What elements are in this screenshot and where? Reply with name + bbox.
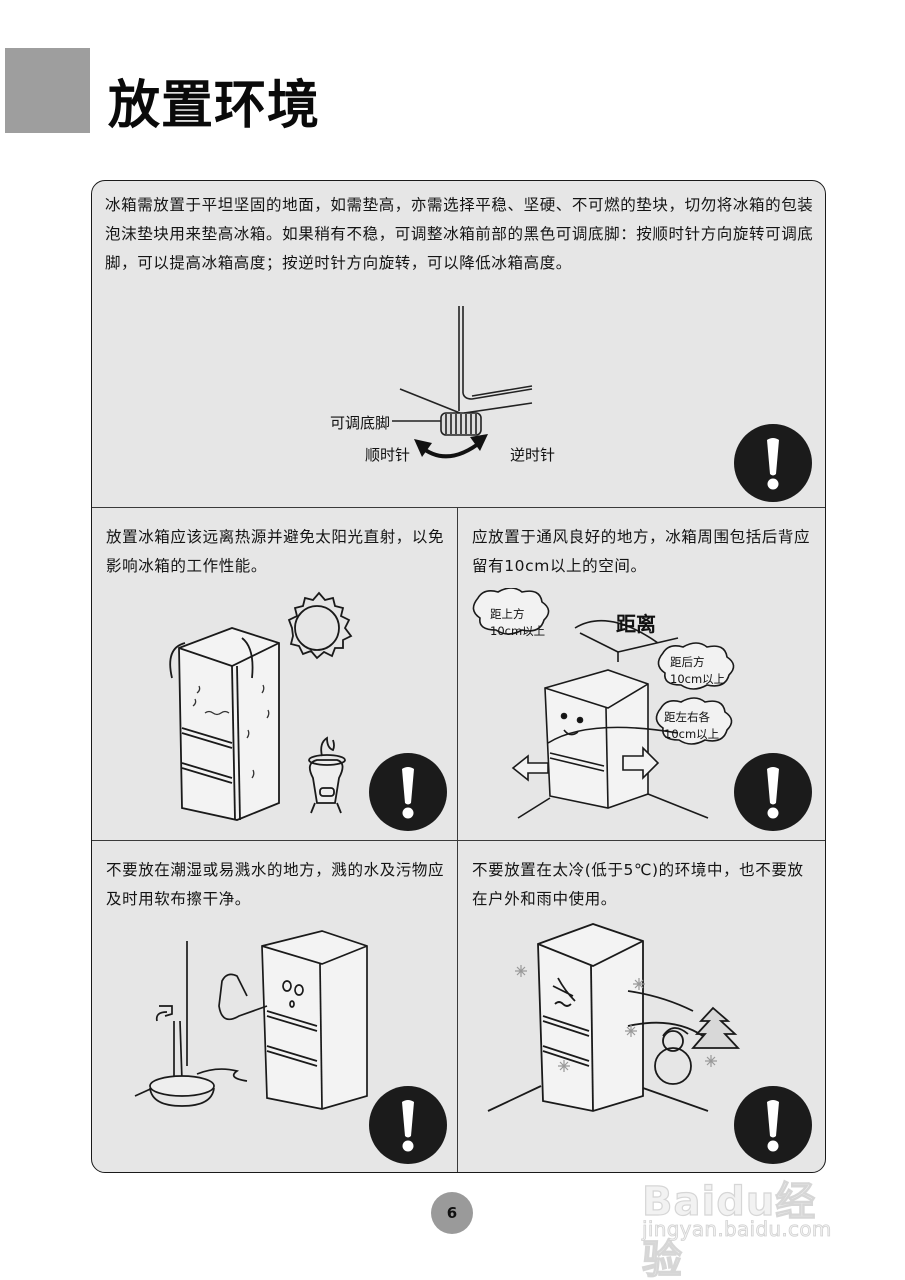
warning-exclamation-icon bbox=[734, 1086, 812, 1164]
row-heat-ventilation: 放置冰箱应该远离热源并避免太阳光直射，以免影响冰箱的工作性能。 bbox=[92, 508, 825, 841]
section-avoid-moisture: 不要放在潮湿或易溅水的地方，溅的水及污物应及时用软布擦干净。 bbox=[92, 841, 458, 1172]
bubble-top-line2: 10cm以上 bbox=[490, 624, 546, 638]
warning-exclamation-icon bbox=[734, 753, 812, 831]
clockwise-label: 顺时针 bbox=[365, 446, 411, 464]
page-number-badge: 6 bbox=[431, 1192, 473, 1234]
header-gray-square bbox=[5, 48, 90, 133]
warning-exclamation-icon bbox=[369, 753, 447, 831]
avoid-moisture-text: 不要放在潮湿或易溅水的地方，溅的水及污物应及时用软布擦干净。 bbox=[106, 861, 445, 908]
level-ground-text: 冰箱需放置于平坦坚固的地面，如需垫高，亦需选择平稳、坚硬、不可燃的垫块，切勿将冰… bbox=[105, 196, 814, 272]
row-moisture-cold: 不要放在潮湿或易溅水的地方，溅的水及污物应及时用软布擦干净。 bbox=[92, 841, 825, 1172]
counterclockwise-label: 逆时针 bbox=[510, 446, 556, 464]
watermark-url: jingyan.baidu.com bbox=[642, 1217, 832, 1242]
section-level-ground: 冰箱需放置于平坦坚固的地面，如需垫高，亦需选择平稳、坚硬、不可燃的垫块，切勿将冰… bbox=[92, 181, 825, 508]
bubble-side-line2: 10cm以上 bbox=[664, 727, 720, 741]
warning-exclamation-icon bbox=[369, 1086, 447, 1164]
bubble-side-line1: 距左右各 bbox=[664, 710, 710, 724]
bubble-top-line1: 距上方 bbox=[490, 607, 525, 621]
adjustable-foot-illustration bbox=[392, 301, 652, 471]
avoid-heat-text: 放置冰箱应该远离热源并避免太阳光直射，以免影响冰箱的工作性能。 bbox=[106, 528, 445, 575]
bubble-back-line2: 10cm以上 bbox=[670, 672, 726, 686]
avoid-cold-text: 不要放置在太冷(低于5℃)的环境中，也不要放在户外和雨中使用。 bbox=[472, 861, 804, 908]
fridge-water-splash-illustration bbox=[127, 926, 377, 1111]
section-avoid-heat: 放置冰箱应该远离热源并避免太阳光直射，以免影响冰箱的工作性能。 bbox=[92, 508, 458, 840]
fridge-sun-stove-illustration bbox=[157, 588, 357, 823]
content-panel: 冰箱需放置于平坦坚固的地面，如需垫高，亦需选择平稳、坚硬、不可燃的垫块，切勿将冰… bbox=[91, 180, 826, 1173]
bubble-back-line1: 距后方 bbox=[670, 655, 705, 669]
distance-title: 距离 bbox=[616, 612, 656, 636]
section-avoid-cold: 不要放置在太冷(低于5℃)的环境中，也不要放在户外和雨中使用。 bbox=[458, 841, 825, 1172]
page-title: 放置环境 bbox=[108, 76, 321, 136]
adjustable-foot-label: 可调底脚 bbox=[330, 414, 391, 432]
ventilation-text: 应放置于通风良好的地方，冰箱周围包括后背应留有10cm以上的空间。 bbox=[472, 528, 811, 575]
section-ventilation: 应放置于通风良好的地方，冰箱周围包括后背应留有10cm以上的空间。 bbox=[458, 508, 825, 840]
fridge-cold-snowman-illustration bbox=[483, 916, 743, 1116]
baidu-jingyan-watermark: Baidu经验 jingyan.baidu.com bbox=[641, 1165, 852, 1280]
fridge-clearance-illustration bbox=[468, 588, 738, 828]
watermark-brand: Baidu经验 bbox=[641, 1178, 817, 1280]
warning-exclamation-icon bbox=[734, 424, 812, 502]
